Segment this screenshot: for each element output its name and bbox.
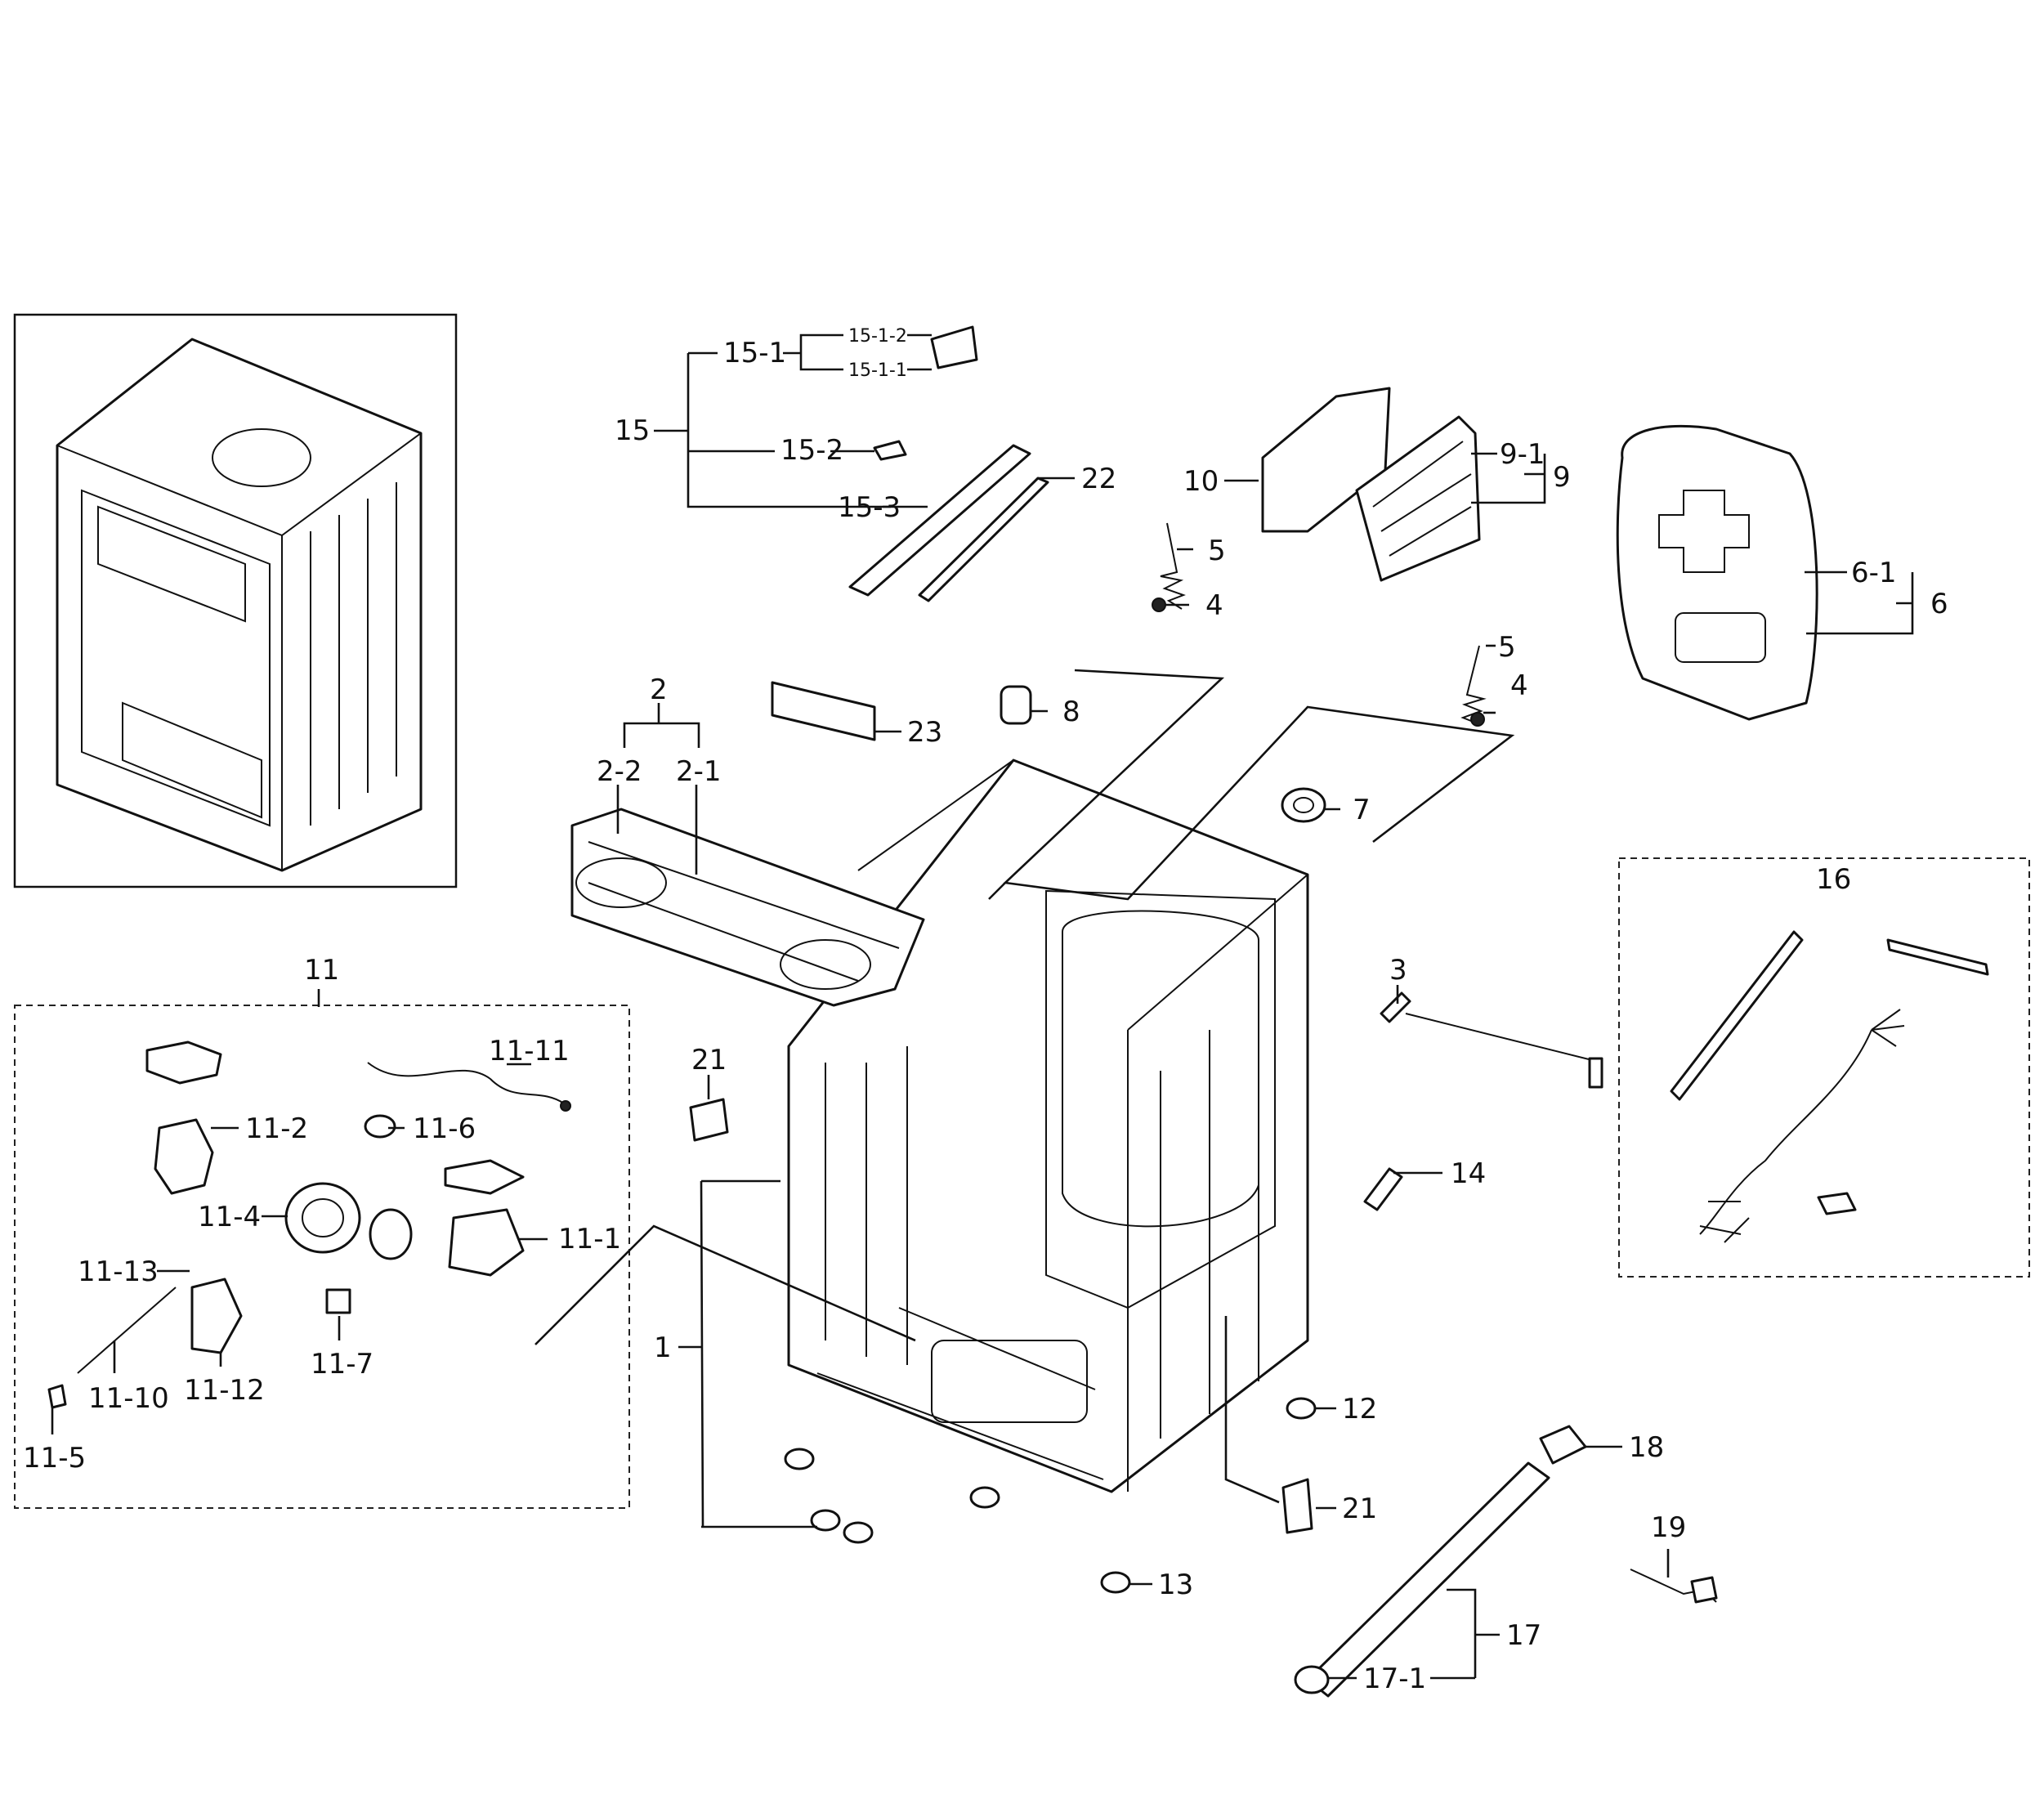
cap-grommet — [1281, 787, 1326, 823]
label-15-2: 15-2 — [780, 434, 843, 467]
label-17: 17 — [1506, 1619, 1541, 1652]
main-cabinet — [787, 759, 1309, 1493]
label-9-1: 9-1 — [1500, 438, 1545, 471]
label-18: 18 — [1629, 1431, 1664, 1464]
label-22: 22 — [1081, 463, 1116, 495]
label-13: 13 — [1158, 1569, 1193, 1601]
label-11-1: 11-1 — [558, 1223, 621, 1255]
label-11-5: 11-5 — [23, 1442, 86, 1475]
capacitor — [1000, 685, 1032, 725]
pump-group-box — [14, 1005, 630, 1509]
label-1: 1 — [654, 1331, 672, 1364]
label-2-1: 2-1 — [676, 755, 722, 788]
leveling-feet — [784, 1397, 1317, 1594]
label-6-1: 6-1 — [1851, 557, 1897, 589]
dampers — [1363, 991, 1603, 1211]
label-4-upper: 4 — [1205, 589, 1223, 622]
clip-15-2 — [873, 440, 907, 461]
rear-components — [1261, 387, 1818, 721]
label-4-lower: 4 — [1510, 669, 1528, 702]
label-11: 11 — [304, 954, 339, 987]
handle-21-lower — [1281, 1478, 1313, 1534]
label-11-10: 11-10 — [88, 1382, 169, 1415]
label-19: 19 — [1651, 1511, 1686, 1544]
handle-21-upper — [689, 1098, 729, 1142]
label-21-upper: 21 — [691, 1044, 727, 1076]
springs — [1152, 522, 1487, 727]
label-21-lower: 21 — [1342, 1493, 1377, 1525]
label-9: 9 — [1553, 461, 1571, 494]
label-10: 10 — [1183, 465, 1219, 498]
label-11-12: 11-12 — [184, 1374, 265, 1407]
assembled-cabinet-inset — [13, 313, 458, 888]
switch-15-1 — [930, 325, 978, 369]
label-7: 7 — [1353, 794, 1371, 826]
label-16: 16 — [1816, 863, 1851, 896]
label-11-2: 11-2 — [245, 1112, 308, 1145]
label-15-1: 15-1 — [723, 337, 786, 369]
part-labels: 1 2 2-1 2-2 3 4 4 5 5 6 6-1 7 8 9 9-1 10… — [23, 326, 1948, 1695]
label-6: 6 — [1930, 588, 1948, 620]
label-11-11: 11-11 — [489, 1035, 570, 1067]
label-5-lower: 5 — [1498, 631, 1516, 664]
label-15-1-1: 15-1-1 — [848, 360, 907, 381]
label-23: 23 — [907, 716, 942, 749]
top-brackets — [848, 325, 1049, 602]
label-2-2: 2-2 — [597, 755, 642, 788]
label-11-4: 11-4 — [198, 1201, 261, 1233]
label-8: 8 — [1062, 696, 1080, 728]
label-11-6: 11-6 — [413, 1112, 476, 1145]
label-3: 3 — [1389, 954, 1407, 987]
label-2: 2 — [650, 674, 668, 706]
label-14: 14 — [1451, 1157, 1486, 1190]
label-17-1: 17-1 — [1363, 1663, 1426, 1695]
label-15-1-2: 15-1-2 — [848, 326, 907, 347]
label-plate — [771, 681, 876, 741]
harness-group-box — [1618, 857, 2030, 1278]
top-frame-assembly — [570, 808, 925, 1007]
label-11-13: 11-13 — [78, 1255, 159, 1288]
label-12: 12 — [1342, 1393, 1377, 1425]
drain-hose — [1294, 1425, 1718, 1698]
label-5-upper: 5 — [1208, 535, 1226, 567]
label-15: 15 — [615, 414, 650, 447]
label-15-3: 15-3 — [838, 491, 901, 524]
leader-lines — [51, 333, 1914, 1680]
label-11-7: 11-7 — [311, 1348, 373, 1381]
